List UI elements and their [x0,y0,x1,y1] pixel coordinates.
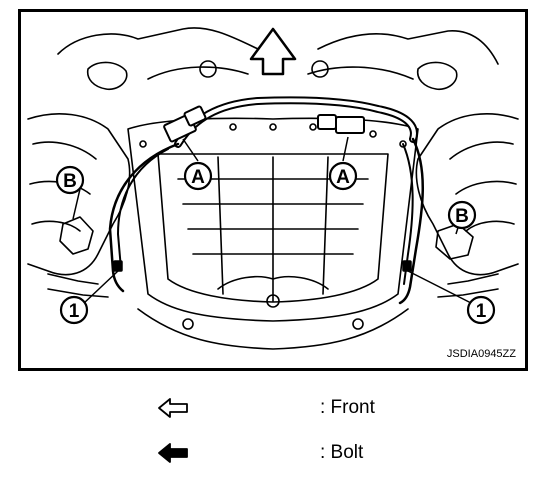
callout-b-left-circle [55,165,85,195]
callout-a-right-circle [328,161,358,191]
legend-bolt-label: : Bolt [320,442,364,463]
legend-front-label: : Front [320,397,375,418]
oil-pan-harness-diagram: A A B B 1 1 JSDIA0945ZZ [18,9,528,371]
callout-one-right-circle [466,295,496,325]
callout-a-left-circle [183,161,213,191]
harness-clip-right [402,260,412,272]
image-code-label: JSDIA0945ZZ [447,348,516,360]
leader-b-left [72,188,81,220]
engine-upper-detail [86,61,128,91]
callout-one-left: 1 [69,301,80,322]
outline-arrow-left-icon [158,398,188,418]
callout-one-right: 1 [476,301,487,322]
leader-a-right [342,136,349,162]
callout-a-left: A [191,167,205,188]
leader-a-left [182,138,199,162]
legend-bolt-row: : Bolt [0,440,560,470]
right-exhaust-manifold [415,113,519,276]
leader-one-left [82,270,119,305]
harness-left-branch [108,142,180,293]
leader-one-right [407,270,474,305]
legend-front-row: : Front [0,395,560,425]
callout-b-right: B [455,206,469,227]
front-direction-arrow-icon [249,27,297,76]
left-sensor-bracket [59,216,94,255]
harness-clip-left [113,260,123,272]
connector-a-right [335,116,365,134]
solid-arrow-left-icon [158,443,188,463]
harness-right-branch [398,137,424,305]
engine-upper-detail-right [416,61,458,91]
callout-b-right-circle [447,200,477,230]
oil-pan-inner [157,153,389,303]
callout-one-left-circle [59,295,89,325]
callout-a-right: A [336,167,350,188]
oil-pan-outline [127,117,419,322]
engine-upper-outline [57,27,499,65]
callout-b-left: B [63,171,77,192]
